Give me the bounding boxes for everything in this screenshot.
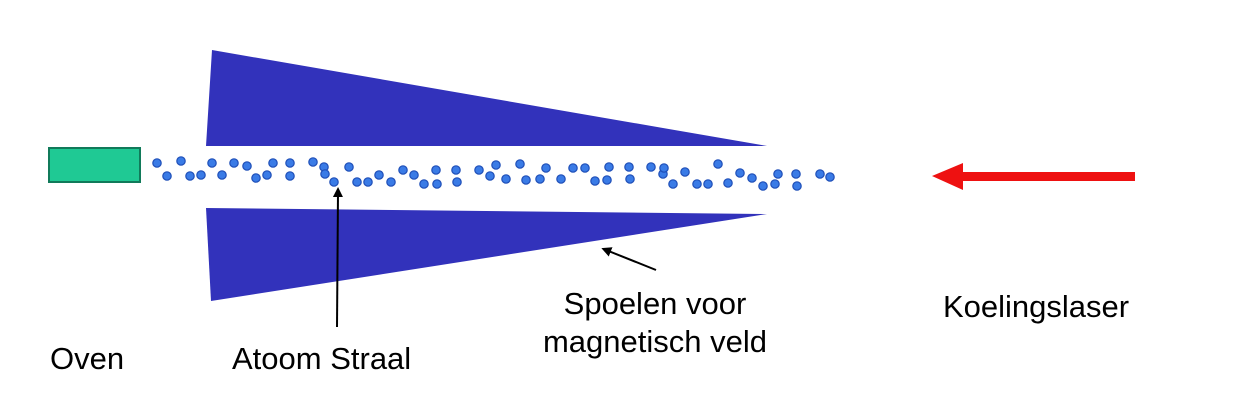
atom-dot-icon	[152, 158, 162, 168]
atom-dot-icon	[568, 163, 578, 173]
atom-dot-icon	[352, 177, 362, 187]
atom-dot-icon	[485, 171, 495, 181]
atom-dot-icon	[262, 170, 272, 180]
atom-dot-icon	[692, 179, 702, 189]
coils-label-line-1: Spoelen voor	[563, 286, 747, 321]
laser-arrow-icon	[932, 163, 1135, 190]
atom-dot-icon	[625, 174, 635, 184]
atom-dot-icon	[604, 162, 614, 172]
atom-dot-icon	[680, 167, 690, 177]
atom-dot-icon	[329, 177, 339, 187]
atom-dot-icon	[590, 176, 600, 186]
coil-top-icon	[206, 50, 767, 146]
atom-dot-icon	[386, 177, 396, 187]
atom-dot-icon	[229, 158, 239, 168]
laser-label: Koelingslaser	[943, 289, 1130, 324]
atom-dot-icon	[773, 169, 783, 179]
atom-dot-icon	[474, 165, 484, 175]
atom-dot-icon	[535, 174, 545, 184]
atom-dot-icon	[703, 179, 713, 189]
atom-dot-icon	[659, 163, 669, 173]
atom-beam-label: Atoom Straal	[232, 341, 412, 376]
atom-dot-icon	[792, 181, 802, 191]
coil-bottom-icon	[206, 208, 767, 301]
atom-dot-icon	[432, 179, 442, 189]
atom-dot-icon	[320, 169, 330, 179]
atom-dot-icon	[825, 172, 835, 182]
atom-dot-icon	[491, 160, 501, 170]
atom-beam-pointer-arrow	[332, 187, 343, 328]
coils-label-line-2: magnetisch veld	[542, 324, 767, 359]
atom-dot-icon	[419, 179, 429, 189]
atom-dot-icon	[207, 158, 217, 168]
atom-dot-icon	[285, 171, 295, 181]
atom-dot-icon	[735, 168, 745, 178]
atom-dot-icon	[162, 171, 172, 181]
atom-dot-icon	[602, 175, 612, 185]
atom-dot-icon	[815, 169, 825, 179]
atom-dot-icon	[308, 157, 318, 167]
atom-dot-icon	[363, 177, 373, 187]
atom-dot-icon	[242, 161, 252, 171]
oven-label: Oven	[50, 341, 125, 376]
atom-dot-icon	[770, 179, 780, 189]
atom-dot-icon	[624, 162, 634, 172]
atom-dot-icon	[251, 173, 261, 183]
atom-dot-icon	[521, 175, 531, 185]
atom-dot-icon	[285, 158, 295, 168]
atom-dot-icon	[580, 163, 590, 173]
atom-dot-icon	[515, 159, 525, 169]
atom-dot-icon	[747, 173, 757, 183]
atom-dot-icon	[541, 163, 551, 173]
atom-dot-icon	[374, 170, 384, 180]
atom-dot-icon	[196, 170, 206, 180]
atom-dot-icon	[668, 179, 678, 189]
atom-dot-icon	[451, 165, 461, 175]
atom-dot-icon	[398, 165, 408, 175]
atom-dot-icon	[185, 171, 195, 181]
atom-dot-icon	[344, 162, 354, 172]
coil-pointer-arrow	[601, 247, 657, 271]
atom-dot-icon	[268, 158, 278, 168]
atom-beam-icon	[152, 156, 835, 191]
atom-dot-icon	[646, 162, 656, 172]
oven-icon	[48, 147, 141, 183]
atom-dot-icon	[452, 177, 462, 187]
atom-dot-icon	[431, 165, 441, 175]
atom-dot-icon	[713, 159, 723, 169]
atom-dot-icon	[758, 181, 768, 191]
atom-dot-icon	[501, 174, 511, 184]
atom-dot-icon	[409, 170, 419, 180]
atom-dot-icon	[723, 178, 733, 188]
atom-dot-icon	[217, 170, 227, 180]
atom-dot-icon	[176, 156, 186, 166]
atom-dot-icon	[791, 169, 801, 179]
atom-dot-icon	[556, 174, 566, 184]
coils-label: Spoelen voor magnetisch veld	[510, 285, 800, 361]
